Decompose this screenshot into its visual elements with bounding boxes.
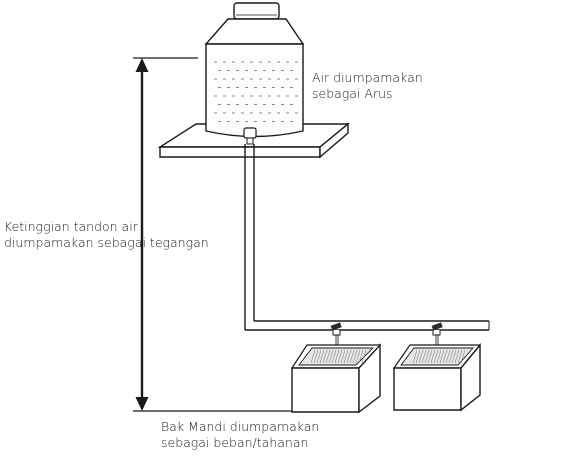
label-tank-height-line1: Ketinggian tandon air xyxy=(4,219,138,234)
label-bathtub-load-line1: Bak Mandi diumpamakan xyxy=(161,419,320,434)
tank-outlet-valve xyxy=(243,127,257,145)
water-hatch-line xyxy=(445,349,451,364)
bathtub-2 xyxy=(392,343,481,412)
bathtub-1 xyxy=(290,343,381,414)
water-hatch-line xyxy=(460,349,466,364)
label-tank-height-line2: diumpamakan sebagai tegangan xyxy=(4,235,209,250)
water-hatch-line xyxy=(325,349,331,364)
water-hatch-line xyxy=(457,349,463,364)
water-hatch-line xyxy=(427,349,433,364)
label-bathtub-load-line2: sebagai beban/tahanan xyxy=(161,435,309,450)
arrow-down-head xyxy=(135,397,149,411)
water-hatch-line xyxy=(454,349,460,364)
water-hatch-line xyxy=(316,349,322,364)
water-hatch-line xyxy=(418,349,424,364)
water-hatch-line xyxy=(436,349,442,364)
water-hatch-line xyxy=(361,349,367,364)
bathtub-2-side xyxy=(460,343,481,412)
water-hatch-line xyxy=(412,349,418,364)
bathtub-2-front xyxy=(393,367,462,411)
pipe-vertical xyxy=(244,144,255,330)
arrow-up-head xyxy=(135,58,149,72)
water-hatch-line xyxy=(313,349,319,364)
water-level-dashes xyxy=(214,61,298,122)
water-hatch-line xyxy=(448,349,454,364)
water-hatch-line xyxy=(415,349,421,364)
label-water-current-line2: sebagai Arus xyxy=(312,86,393,101)
pipe-horizontal xyxy=(245,320,489,331)
water-hatch-line xyxy=(328,349,334,364)
water-hatch-line xyxy=(322,349,328,364)
water-hatch-line xyxy=(340,349,346,364)
bathtub-2-water-hatch xyxy=(412,349,466,364)
tank-body xyxy=(205,43,304,138)
water-hatch-line xyxy=(451,349,457,364)
water-hatch-line xyxy=(433,349,439,364)
water-hatch-line xyxy=(331,349,337,364)
water-hatch-line xyxy=(355,349,361,364)
label-water-current-line1: Air diumpamakan xyxy=(312,70,423,85)
water-hatch-line xyxy=(337,349,343,364)
stand-side xyxy=(319,122,349,159)
water-hatch-line xyxy=(358,349,364,364)
water-hatch-line xyxy=(334,349,340,364)
water-hatch-line xyxy=(349,349,355,364)
tank-shoulder xyxy=(204,18,305,45)
water-hatch-line xyxy=(421,349,427,364)
stand-front xyxy=(159,146,321,158)
bathtub-1-side xyxy=(358,343,381,414)
tank-lid xyxy=(233,2,280,20)
water-hatch-line xyxy=(343,349,349,364)
height-dimension xyxy=(133,57,298,412)
label-bathtub-load: Bak Mandi diumpamakan sebagai beban/taha… xyxy=(161,419,319,451)
water-hatch-line xyxy=(442,349,448,364)
water-hatch-line xyxy=(424,349,430,364)
label-tank-height: Ketinggian tandon air diumpamakan sebaga… xyxy=(4,219,209,251)
bathtub-1-water-hatch xyxy=(310,349,367,364)
label-water-current: Air diumpamakan sebagai Arus xyxy=(312,70,423,102)
water-hatch-line xyxy=(346,349,352,364)
water-hatch-line xyxy=(430,349,436,364)
water-hatch-line xyxy=(310,349,316,364)
water-hatch-line xyxy=(352,349,358,364)
bathtub-1-front xyxy=(291,367,360,413)
pipe xyxy=(244,144,490,331)
water-tank xyxy=(204,2,305,145)
water-hatch-line xyxy=(319,349,325,364)
water-hatch-line xyxy=(439,349,445,364)
